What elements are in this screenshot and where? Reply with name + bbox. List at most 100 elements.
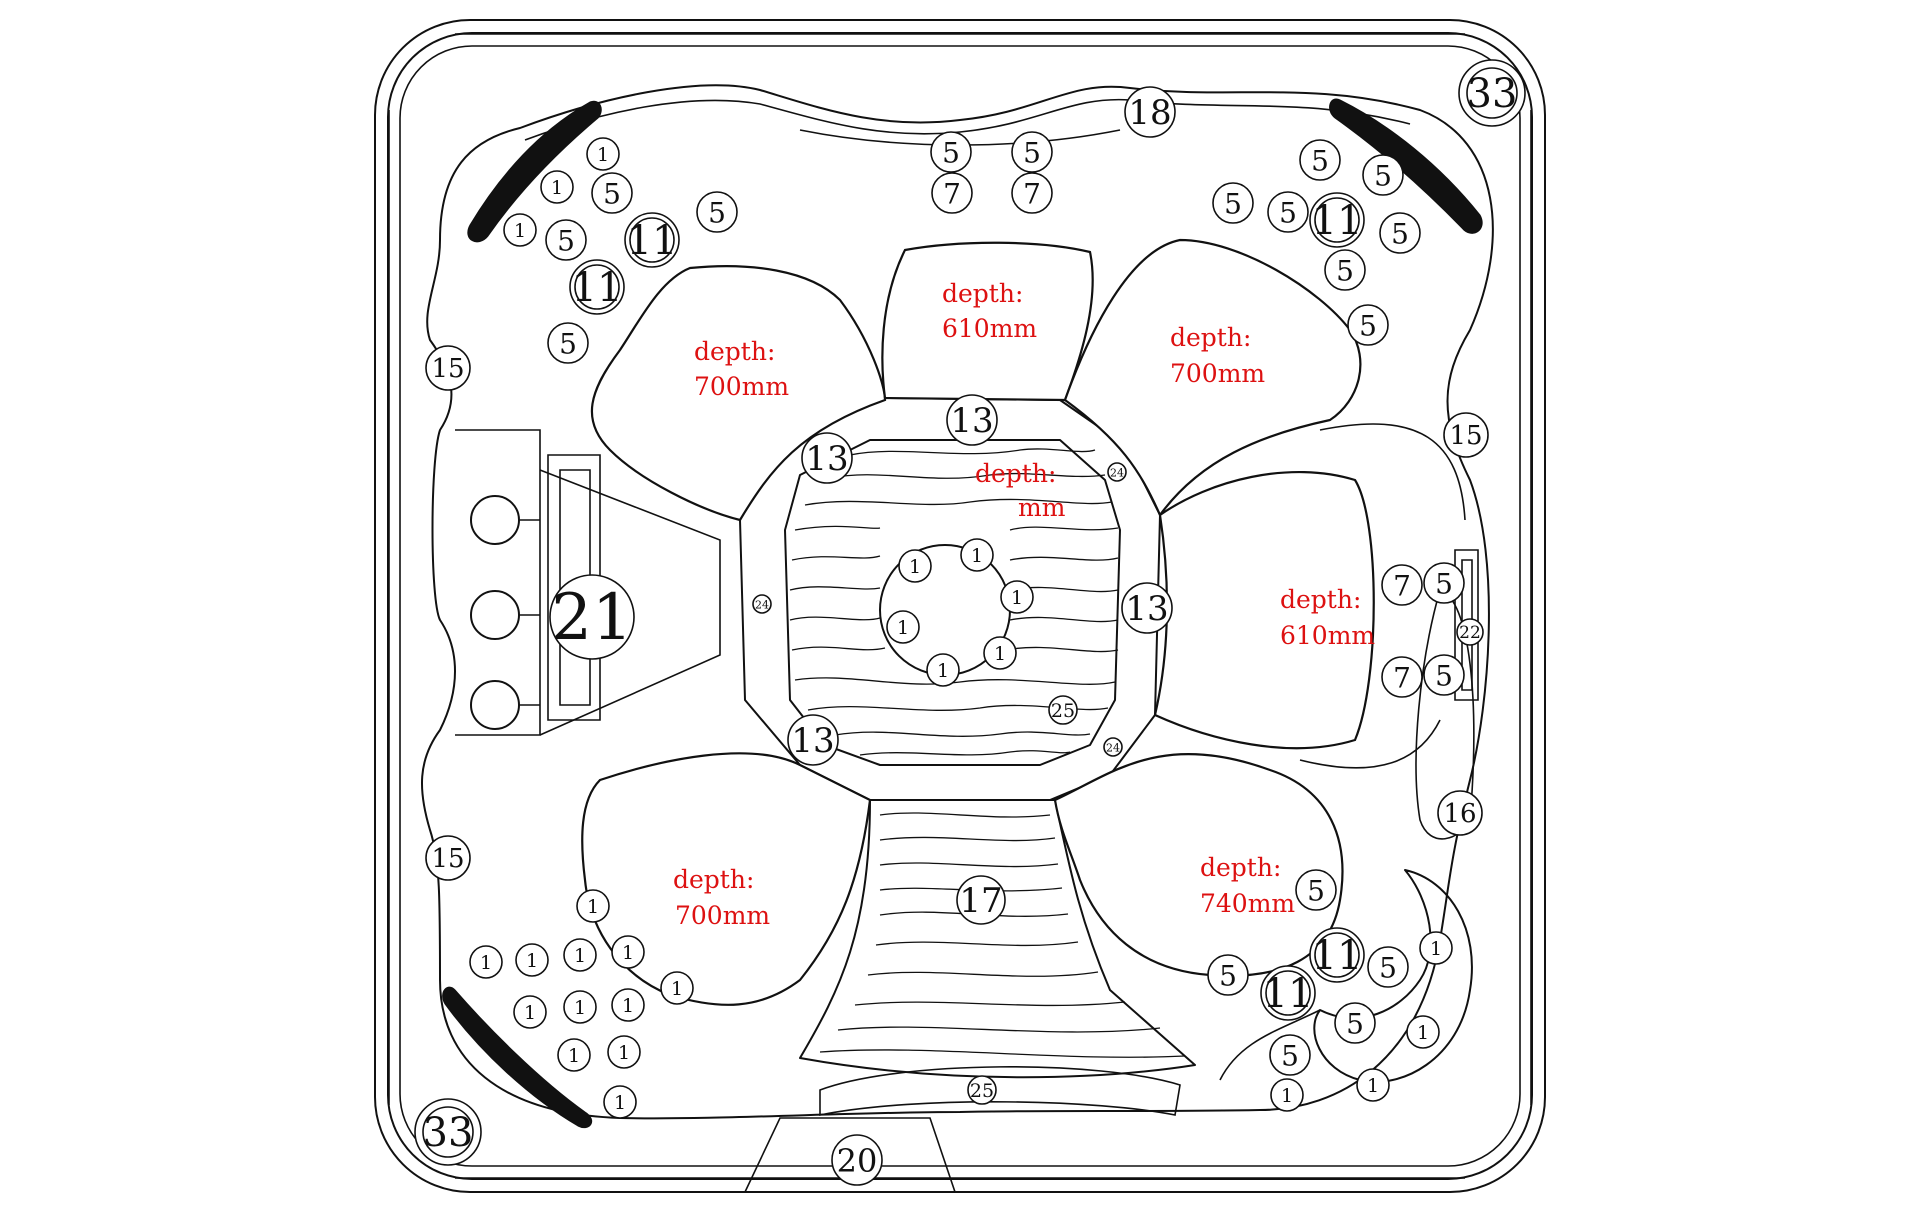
marker-13: 13 bbox=[787, 714, 839, 766]
marker-15: 15 bbox=[425, 835, 471, 881]
marker-label: 13 bbox=[805, 439, 848, 479]
pillow-top-right bbox=[1329, 98, 1483, 234]
marker-33: 33 bbox=[414, 1098, 482, 1166]
side-control-panel bbox=[470, 495, 540, 730]
marker-circle bbox=[540, 170, 574, 204]
marker-label: 1 bbox=[897, 617, 909, 639]
marker-7: 7 bbox=[1011, 172, 1053, 214]
marker-circle bbox=[547, 322, 589, 364]
depth-value-top-left: 700mm bbox=[694, 372, 789, 401]
seat-top-right bbox=[1063, 238, 1362, 518]
marker-1: 1 bbox=[1419, 931, 1453, 965]
marker-label: 25 bbox=[1051, 700, 1075, 722]
marker-label: 15 bbox=[431, 844, 464, 874]
marker-circle bbox=[563, 990, 597, 1024]
marker-1: 1 bbox=[886, 610, 920, 644]
marker-13: 13 bbox=[801, 432, 853, 484]
marker-5: 5 bbox=[591, 172, 633, 214]
depth-word-top-left: depth: bbox=[694, 337, 775, 366]
marker-1: 1 bbox=[563, 990, 597, 1024]
marker-inner-ring bbox=[422, 1106, 474, 1158]
marker-label: 20 bbox=[837, 1142, 878, 1180]
marker-label: 33 bbox=[423, 1110, 474, 1156]
marker-circle bbox=[549, 574, 635, 660]
marker-circle bbox=[1334, 1002, 1376, 1044]
marker-label: 1 bbox=[587, 896, 599, 918]
marker-label: 15 bbox=[1449, 421, 1482, 451]
marker-circle bbox=[513, 995, 547, 1029]
marker-16: 16 bbox=[1437, 790, 1483, 836]
marker-circle bbox=[1207, 954, 1249, 996]
marker-24: 24 bbox=[752, 594, 772, 614]
depth-word-right: depth: bbox=[1280, 585, 1361, 614]
marker-circle bbox=[1267, 191, 1309, 233]
marker-circle bbox=[469, 945, 503, 979]
marker-circle bbox=[611, 988, 645, 1022]
depth-word-top: depth: bbox=[942, 279, 1023, 308]
marker-label: 11 bbox=[1263, 971, 1314, 1017]
marker-label: 1 bbox=[574, 997, 586, 1019]
marker-11: 11 bbox=[1309, 927, 1365, 983]
marker-7: 7 bbox=[1381, 564, 1423, 606]
tub-shell bbox=[374, 19, 1546, 1193]
marker-1: 1 bbox=[926, 653, 960, 687]
seat-right bbox=[1153, 470, 1375, 750]
marker-label: 1 bbox=[1281, 1085, 1293, 1107]
marker-circle bbox=[1212, 182, 1254, 224]
marker-label: 5 bbox=[1023, 137, 1041, 170]
marker-13: 13 bbox=[1121, 582, 1173, 634]
marker-circle bbox=[503, 213, 537, 247]
marker-circle bbox=[1011, 172, 1053, 214]
seat-top bbox=[881, 241, 1094, 402]
footwell-wood-grain bbox=[789, 448, 1119, 756]
marker-label: 11 bbox=[1312, 933, 1363, 979]
marker-circle bbox=[1356, 1068, 1390, 1102]
depth-value-center: mm bbox=[1018, 493, 1066, 522]
bottom-right-loop bbox=[1219, 869, 1473, 1083]
marker-1: 1 bbox=[557, 1038, 591, 1072]
depth-value-bottom-left: 700mm bbox=[675, 901, 770, 930]
marker-circle bbox=[946, 394, 998, 446]
marker-circle bbox=[1443, 412, 1489, 458]
marker-1: 1 bbox=[576, 889, 610, 923]
depth-value-top-right: 700mm bbox=[1170, 359, 1265, 388]
marker-circle bbox=[1406, 1015, 1440, 1049]
marker-circle bbox=[1381, 564, 1423, 606]
marker-15: 15 bbox=[425, 345, 471, 391]
marker-1: 1 bbox=[983, 636, 1017, 670]
marker-circle bbox=[1000, 580, 1034, 614]
marker-label: 5 bbox=[557, 225, 575, 258]
seats bbox=[581, 238, 1375, 1006]
marker-1: 1 bbox=[611, 935, 645, 969]
marker-circle bbox=[1124, 86, 1176, 138]
pillow-bottom-left bbox=[442, 986, 593, 1128]
marker-label: 5 bbox=[708, 197, 726, 230]
marker-circle bbox=[586, 137, 620, 171]
marker-circle bbox=[960, 538, 994, 572]
marker-21: 21 bbox=[549, 574, 635, 660]
marker-inner-ring bbox=[1314, 932, 1360, 978]
marker-circle bbox=[801, 432, 853, 484]
pillow-top-left bbox=[467, 100, 602, 243]
marker-inner-ring bbox=[1265, 970, 1311, 1016]
marker-label: 1 bbox=[524, 1002, 536, 1024]
marker-5: 5 bbox=[1367, 946, 1409, 988]
marker-label: 25 bbox=[970, 1080, 994, 1102]
marker-5: 5 bbox=[1295, 869, 1337, 911]
marker-label: 33 bbox=[1467, 71, 1518, 117]
marker-circle bbox=[1121, 582, 1173, 634]
marker-5: 5 bbox=[1267, 191, 1309, 233]
marker-label: 1 bbox=[622, 942, 634, 964]
marker-circle bbox=[1103, 737, 1123, 757]
marker-circle bbox=[1299, 139, 1341, 181]
marker-1: 1 bbox=[898, 549, 932, 583]
marker-label: 1 bbox=[526, 950, 538, 972]
marker-circle bbox=[545, 219, 587, 261]
marker-label: 7 bbox=[1393, 662, 1411, 695]
marker-label: 1 bbox=[618, 1042, 630, 1064]
marker-label: 5 bbox=[603, 178, 621, 211]
marker-circle bbox=[1381, 656, 1423, 698]
marker-5: 5 bbox=[930, 131, 972, 173]
marker-24: 24 bbox=[1103, 737, 1123, 757]
